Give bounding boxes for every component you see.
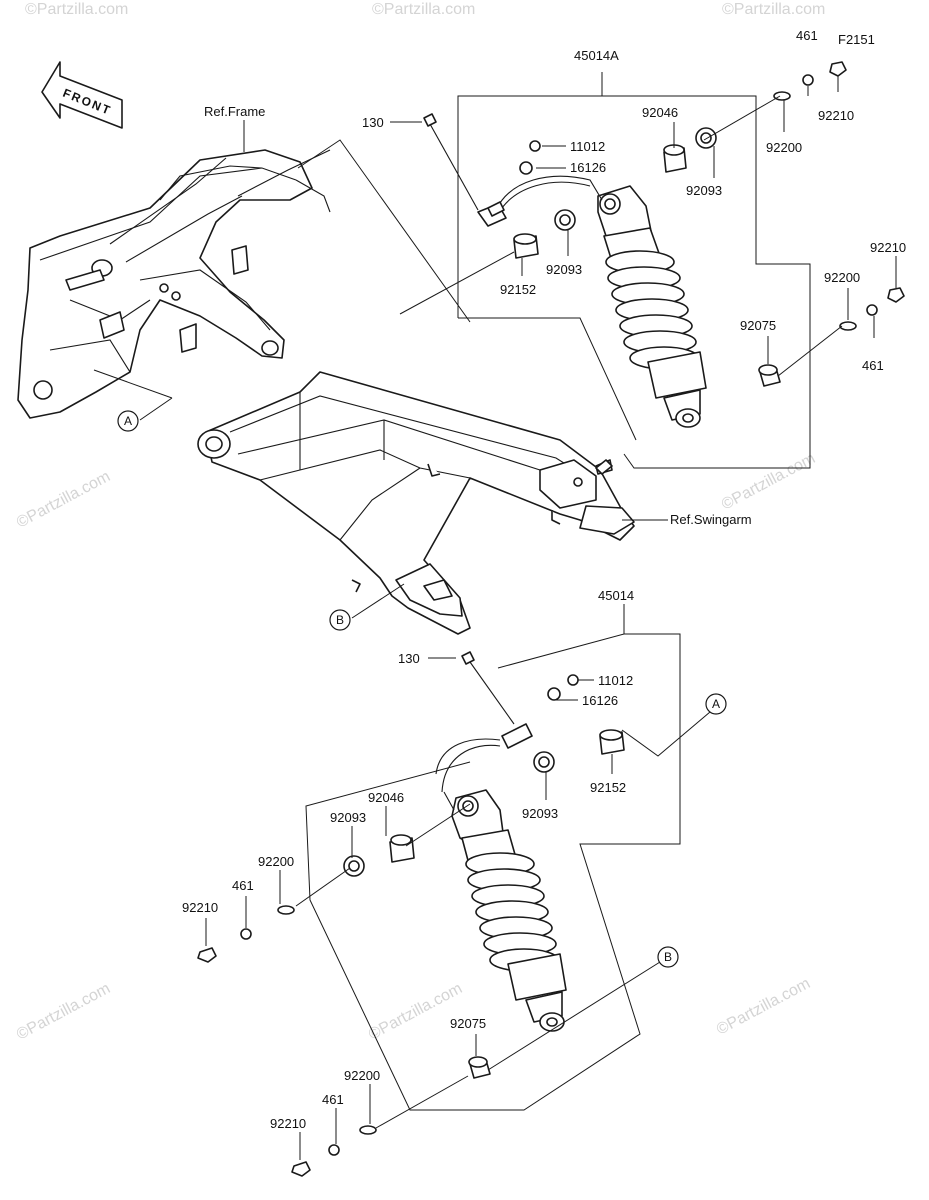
callout-label: A xyxy=(712,697,720,711)
part-label: 92200 xyxy=(344,1068,380,1083)
callout-b-bottom: B xyxy=(657,946,679,968)
part-label: 92210 xyxy=(182,900,218,915)
part-label: 92200 xyxy=(766,140,802,155)
top-leader-lines xyxy=(93,72,897,619)
part-label: 11012 xyxy=(570,139,605,154)
part-label: 16126 xyxy=(570,160,606,175)
ref-swingarm-label: Ref.Swingarm xyxy=(670,512,752,527)
watermark: ©Partzilla.com xyxy=(366,980,465,1044)
part-label: 92093 xyxy=(522,806,558,821)
callout-a-bottom: A xyxy=(705,693,727,715)
part-label: 130 xyxy=(362,115,384,130)
part-label: 461 xyxy=(322,1092,344,1107)
watermark: ©Partzilla.com xyxy=(14,980,113,1044)
part-label: 92200 xyxy=(824,270,860,285)
part-label: 11012 xyxy=(598,673,633,688)
spring-coils xyxy=(605,250,699,370)
part-label: 92075 xyxy=(740,318,776,333)
part-label: 92200 xyxy=(258,854,294,869)
part-label: 92046 xyxy=(368,790,404,805)
shock-absorber-top xyxy=(423,61,905,475)
watermark: ©Partzilla.com xyxy=(25,1,128,18)
assembly-code-bottom: 45014 xyxy=(598,588,634,603)
top-part-labels: 45014A 130 11012 16126 92046 92093 92093… xyxy=(362,28,906,373)
watermark: ©Partzilla.com xyxy=(719,450,818,514)
part-label: 461 xyxy=(796,28,818,43)
watermark: ©Partzilla.com xyxy=(14,468,113,532)
part-label: 461 xyxy=(862,358,884,373)
callout-label: A xyxy=(124,414,132,428)
part-label: 130 xyxy=(398,651,420,666)
callout-label: B xyxy=(336,613,344,627)
part-label: 92046 xyxy=(642,105,678,120)
part-label: 92210 xyxy=(270,1116,306,1131)
front-arrow: FRONT xyxy=(41,61,123,129)
part-label: 92093 xyxy=(546,262,582,277)
part-label: 92093 xyxy=(686,183,722,198)
part-label: 92152 xyxy=(590,780,626,795)
part-label: 16126 xyxy=(582,693,618,708)
part-label: 92210 xyxy=(818,108,854,123)
watermark: ©Partzilla.com xyxy=(714,975,813,1039)
callout-a-top: A xyxy=(117,410,139,432)
shock-absorber-bottom xyxy=(197,651,625,1177)
frame-illustration xyxy=(17,149,331,419)
spring-coils xyxy=(465,852,559,972)
part-label: 92093 xyxy=(330,810,366,825)
watermark: ©Partzilla.com xyxy=(372,1,475,18)
swingarm-illustration xyxy=(197,371,635,635)
part-label: 92210 xyxy=(870,240,906,255)
part-label: 461 xyxy=(232,878,254,893)
part-label: 92075 xyxy=(450,1016,486,1031)
callout-b-top: B xyxy=(329,609,351,631)
bottom-part-labels: 45014 130 11012 16126 92046 92093 92093 … xyxy=(182,588,634,1131)
callout-label: B xyxy=(664,950,672,964)
ref-frame-label: Ref.Frame xyxy=(204,104,265,119)
watermark: ©Partzilla.com xyxy=(722,1,825,18)
bottom-leader-lines xyxy=(205,604,711,1160)
part-note-label: F2151 xyxy=(838,32,875,47)
part-label: 92152 xyxy=(500,282,536,297)
assembly-code-top: 45014A xyxy=(574,48,619,63)
